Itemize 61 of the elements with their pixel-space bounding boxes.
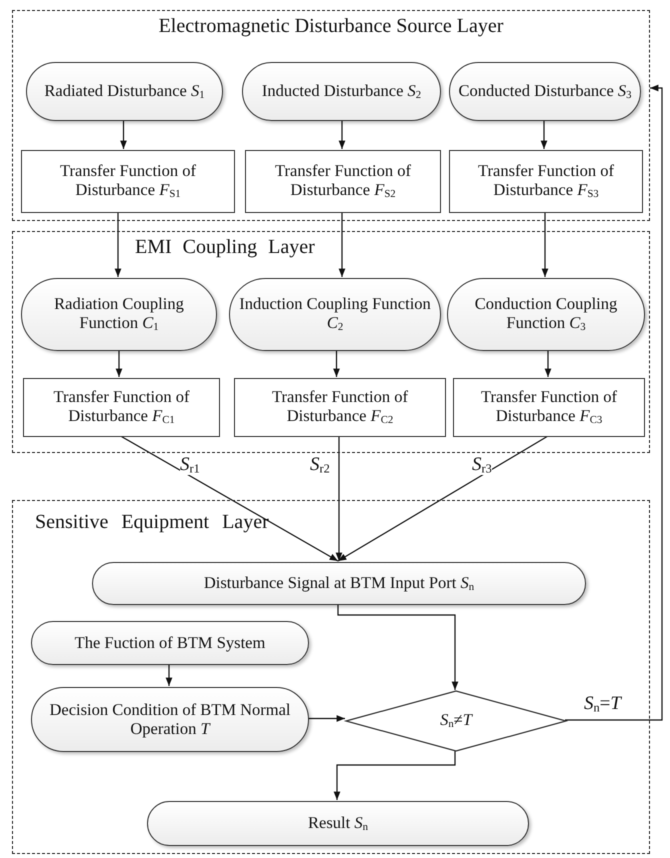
arrow: [337, 604, 458, 690]
edge-label: S$_{r3}$: [472, 455, 492, 475]
terminal-box: [147, 801, 529, 846]
arrow: [336, 436, 342, 561]
arrow: [338, 120, 346, 149]
node-label: Transfer Function of Disturbance F$_{S1}$: [59, 162, 197, 201]
node-label: S$_{n}$≠T: [440, 711, 472, 731]
decision-diamond: [346, 691, 566, 751]
node-label: Transfer Function of Disturbance F$_{S2}$: [274, 162, 412, 201]
arrow: [333, 350, 340, 377]
node-label: Conduction Coupling Function C$_{3}$: [474, 295, 618, 334]
arrow: [334, 750, 456, 800]
process-box: [234, 378, 446, 437]
arrow: [114, 212, 122, 277]
terminal-box: [447, 278, 645, 351]
node-label: Inducted Disturbance S$_{2}$: [262, 82, 422, 102]
layer-title: EMI Coupling Layer: [135, 236, 315, 259]
arrow: [120, 120, 127, 149]
node-label: Radiation Coupling Function C$_{1}$: [53, 295, 185, 334]
terminal-box: [31, 621, 309, 665]
arrow: [338, 435, 548, 562]
node-label: Conducted Disturbance S$_{3}$: [458, 82, 632, 102]
node-label: Transfer Function of Disturbance F$_{S3}$: [477, 162, 615, 201]
terminal-box: [92, 562, 586, 605]
node-label: Transfer Function of Disturbance F$_{C3}$: [480, 388, 618, 427]
layer-title: Sensitive Equipment Layer: [35, 511, 269, 534]
node-label: Disturbance Signal at BTM Input Port S$_{n}$: [204, 574, 474, 594]
layer-title: Electromagnetic Disturbance Source Layer: [158, 15, 504, 38]
node-label: Decision Condition of BTM Normal Operation T: [48, 700, 292, 738]
arrow: [166, 664, 172, 686]
arrow: [542, 212, 548, 277]
terminal-box: [31, 687, 309, 752]
process-box: [453, 378, 645, 437]
edge-label: S$_{r1}$: [180, 455, 200, 475]
terminal-box: [242, 62, 441, 121]
terminal-box: [449, 62, 641, 121]
process-box: [23, 378, 220, 437]
node-label: Transfer Function of Disturbance F$_{C2}$: [271, 388, 409, 427]
process-box: [21, 150, 235, 213]
arrow: [544, 350, 552, 377]
edge-label: S$_{n}$=T: [584, 694, 621, 714]
arrow: [116, 350, 122, 377]
terminal-box: [21, 278, 217, 351]
node-label: Transfer Function of Disturbance F$_{C1}$: [52, 388, 190, 427]
arrow: [120, 435, 338, 562]
layer-frame: [12, 231, 650, 453]
node-label: Induction Coupling Function C$_{2}$: [238, 295, 432, 334]
arrow: [338, 212, 346, 277]
arrow: [540, 120, 548, 149]
layer-frame: [12, 500, 650, 854]
edge-label: S$_{r2}$: [310, 455, 330, 475]
node-label: Radiated Disturbance S$_{1}$: [44, 82, 205, 102]
process-box: [449, 150, 643, 213]
arrow: [308, 715, 345, 722]
process-box: [245, 150, 441, 213]
layer-frame: [12, 10, 650, 221]
arrow: [565, 84, 663, 721]
node-label: Result S$_{n}$: [308, 814, 368, 834]
terminal-box: [26, 62, 223, 121]
terminal-box: [229, 278, 441, 351]
node-label: The Fuction of BTM System: [74, 634, 266, 652]
